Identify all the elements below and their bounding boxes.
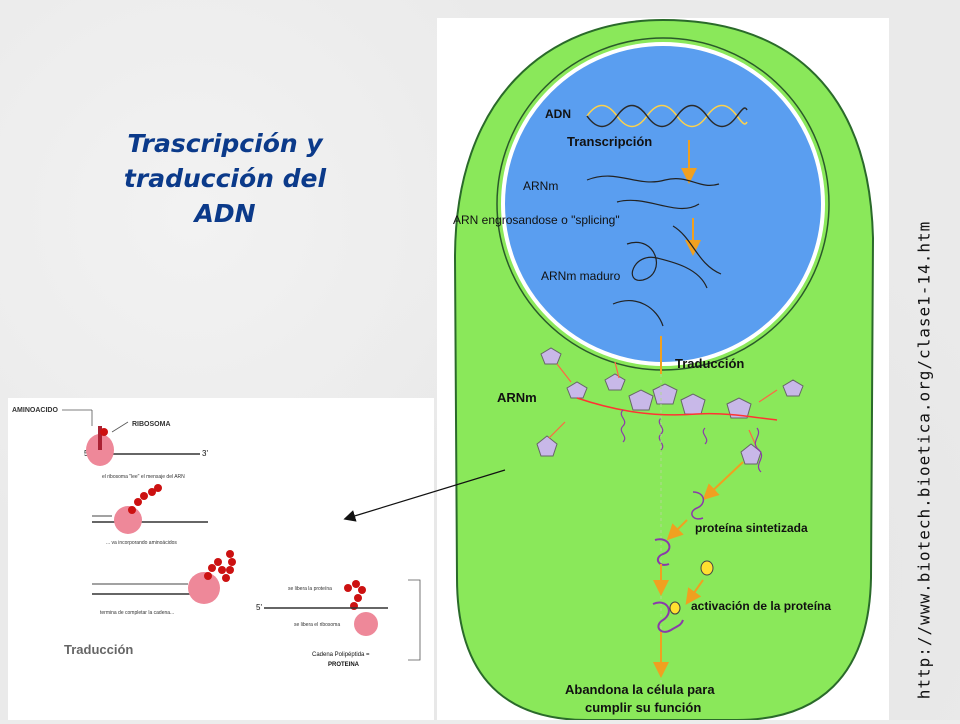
label-traduccion: Traducción [675, 356, 744, 371]
slide-title: Trascripción y traducción del ADN [90, 126, 360, 231]
translation-panel: AMINOACIDO RIBOSOMA 5' 3' el ribosoma "l… [8, 398, 434, 720]
label-activacion: activación de la proteína [691, 599, 831, 613]
amino-chain-step3 [204, 550, 236, 582]
label-abandona-2: cumplir su función [585, 700, 701, 715]
label-arnm-nucleus: ARNm [523, 179, 558, 193]
label-3prime: 3' [202, 449, 208, 458]
translation-diagram: AMINOACIDO RIBOSOMA 5' 3' el ribosoma "l… [12, 407, 421, 668]
ribosome-step2 [114, 506, 142, 534]
label-libera-proteina: se libera la proteína [288, 586, 332, 592]
label-transcripcion: Transcripción [567, 134, 652, 149]
label-5prime-b: 5' [256, 603, 262, 612]
label-abandona-1: Abandona la célula para [565, 682, 715, 697]
title-line-1: Trascripción y [127, 129, 323, 158]
ribosome-step3 [188, 572, 220, 604]
label-step3: termina de completar la cadena... [100, 610, 174, 616]
amino-chain-step2 [128, 484, 162, 514]
label-cadena-1: Cadena Polipéptida = [312, 652, 370, 658]
label-splicing: ARN engrosandose o "splicing" [453, 213, 620, 227]
dna-helix-icon [586, 104, 748, 128]
label-step1: el ribosoma "lee" el mensaje del ARN [102, 474, 185, 480]
source-url: http://www.biotech.bioetica.org/clase1-1… [904, 221, 944, 699]
label-proteina-sintetizada: proteína sintetizada [695, 521, 808, 535]
ribosome-released [354, 612, 378, 636]
cell-diagram: ADN Transcripción ARNm ARN engrosandose … [453, 18, 875, 721]
activator-molecule [700, 560, 714, 576]
source-url-text: http://www.biotech.bioetica.org/clase1-1… [914, 220, 934, 700]
label-step2: ... va incorporando aminoácidos [106, 540, 177, 546]
label-arnm-maduro: ARNm maduro [541, 269, 621, 283]
title-line-3: ADN [194, 199, 256, 228]
label-traduccion-panel: Traducción [64, 642, 133, 657]
label-aminoacido: AMINOACIDO [12, 407, 58, 414]
label-cadena-2: PROTEINA [328, 662, 360, 668]
label-adn: ADN [545, 107, 571, 121]
title-line-2: traducción del [123, 164, 327, 193]
label-libera-ribosoma: se libera el ribosoma [294, 622, 340, 628]
label-arnm-cyto: ARNm [497, 390, 537, 405]
ribosome-chain [536, 347, 804, 465]
label-ribosoma: RIBOSOMA [132, 421, 171, 428]
released-protein [344, 580, 366, 610]
cell-diagram-panel: ADN Transcripción ARNm ARN engrosandose … [437, 18, 889, 721]
